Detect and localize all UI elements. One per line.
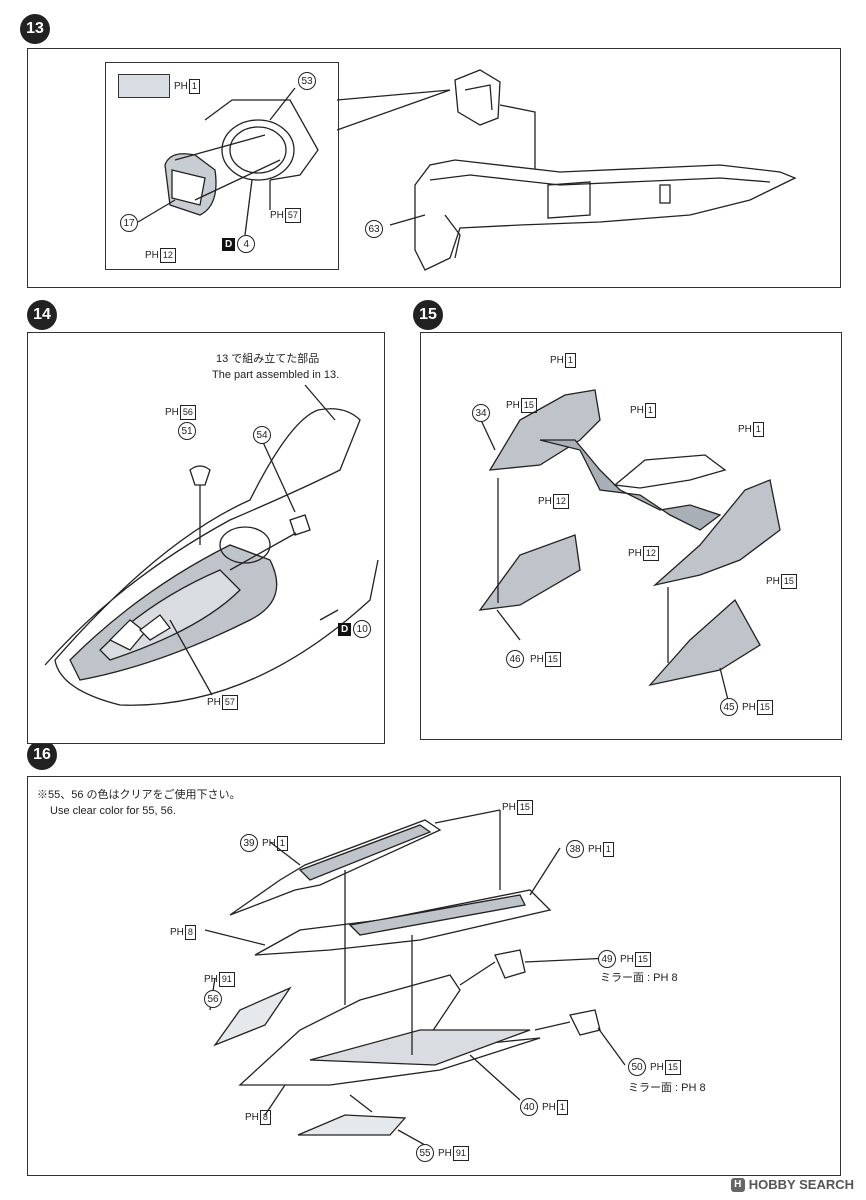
part-54-label: 54: [253, 426, 271, 444]
part-50-label: 50: [628, 1058, 646, 1076]
part-39-label: 39: [240, 834, 258, 852]
part-46: [478, 534, 581, 611]
step-16-note-en: Use clear color for 55, 56.: [50, 805, 176, 817]
fin-34: [488, 389, 601, 471]
part-56: [213, 986, 292, 1047]
step-15-badge: 15: [413, 300, 443, 330]
canopy-section: [44, 408, 379, 706]
part-63-label: 63: [365, 220, 383, 238]
part-50: [569, 1009, 601, 1036]
step-13-badge: 13: [20, 14, 50, 44]
strip-12: [539, 439, 722, 531]
part-34-label: 34: [472, 404, 490, 422]
ring-inner: [229, 126, 287, 174]
part-45: [648, 598, 761, 687]
hobbysearch-logo-icon: H: [730, 1177, 745, 1192]
step-14-badge: 14: [27, 300, 57, 330]
part-49: [494, 949, 526, 979]
ring-part-53: [221, 119, 295, 181]
step-16-badge: 16: [27, 740, 57, 770]
part-45-label: 45: [720, 698, 738, 716]
part-46-label: 46: [506, 650, 524, 668]
step-14-note-jp: 13 で組み立てた部品: [216, 353, 320, 365]
part-51: [189, 465, 211, 486]
part-49-label: 49: [598, 950, 616, 968]
mirror-label-2: ミラー面 : PH 8: [628, 1082, 706, 1094]
step-16-note-jp: ※55、56 の色はクリアをご使用下さい。: [37, 789, 241, 801]
part-51-label: 51: [178, 422, 196, 440]
fin-right: [652, 479, 781, 587]
part-54: [289, 514, 311, 536]
color-swatch: [118, 74, 170, 98]
step-14-note-en: The part assembled in 13.: [212, 369, 340, 381]
part-55-label: 55: [416, 1144, 434, 1162]
mirror-label-1: ミラー面 : PH 8: [600, 972, 678, 984]
fin-small: [613, 454, 727, 489]
ring-housing: [204, 99, 319, 181]
part-17-label: 17: [120, 214, 138, 232]
step-16-panel: [27, 776, 841, 1176]
part-55: [297, 1114, 407, 1136]
part-63: [414, 159, 797, 271]
part-38-label: 38: [566, 840, 584, 858]
part-53-label: 53: [298, 72, 316, 90]
part-40-label: 40: [520, 1098, 538, 1116]
part-56-label: 56: [204, 990, 222, 1008]
part-40: [238, 974, 541, 1086]
